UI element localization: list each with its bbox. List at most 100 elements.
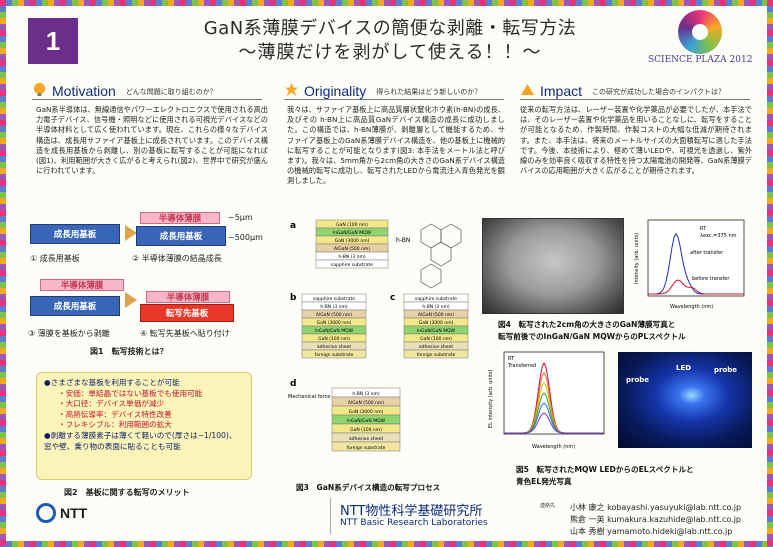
pl-exc-label: λexc.=375 nm xyxy=(700,233,737,239)
lab-name-jp: NTT物性科学基礎研究所 xyxy=(340,504,483,519)
pl-before-label: before transfer xyxy=(692,276,730,282)
motivation-subtitle: どんな問題に取り組むのか？ xyxy=(125,88,217,96)
motivation-heading: Motivation どんな問題に取り組むのか？ xyxy=(32,80,262,100)
stack-d-layer-label: GaN (100 nm) xyxy=(350,427,382,433)
poster-title: GaN系薄膜デバイスの簡便な剥離・転写方法 xyxy=(203,18,577,39)
el-ylabel: EL intensity (arb. units) xyxy=(488,369,494,428)
decorative-border-right xyxy=(767,0,773,547)
blue-led-photo: probe LED probe xyxy=(618,352,752,448)
growth-substrate-block-2: 成長用基板 xyxy=(136,226,226,246)
ntt-logo-icon xyxy=(36,503,56,523)
stack-b-layer-label: AlGaN (500 nm) xyxy=(316,312,352,318)
decorative-border-left xyxy=(0,0,6,547)
impact-arrow-icon xyxy=(520,83,535,96)
fig4-caption-line1: 図4 転写された2cm角の大きさのGaN薄膜写真と xyxy=(498,320,676,329)
stack-b-layer-label: h-BN (3 nm) xyxy=(320,304,347,310)
originality-heading: Originality 得られた結果はどう新しいのか？ xyxy=(284,80,504,100)
panel-c-label: c xyxy=(390,293,395,303)
impact-title: Impact xyxy=(540,83,583,99)
process-arrow-icon xyxy=(125,225,137,241)
stack-a-layer-label: h-BN (3 nm) xyxy=(338,254,365,260)
growth-substrate-block: 成長用基板 xyxy=(30,224,120,244)
stack-b-layer-label: InGaN/GaN MQW xyxy=(315,328,354,334)
contact-3: 山本 秀樹 yamamoto.hideki@lab.ntt.co.jp xyxy=(570,527,733,536)
stack-d-layer-label: InGaN/GaN MQW xyxy=(347,418,386,424)
stack-c-layer-label: AlGaN (500 nm) xyxy=(418,312,454,318)
panel-a-label: a xyxy=(290,221,296,231)
stack-c-layer-label: sapphire substrate xyxy=(415,296,457,302)
el-transferred-label: Transferred xyxy=(507,363,536,369)
merit-item-cheap: ・安価：単結晶ではない基板でも使用可能 xyxy=(58,388,203,398)
fig4-caption-line2: 転写前後でのInGaN/GaN MQWからのPLスペクトル xyxy=(498,332,686,341)
poster-number-badge: 1 xyxy=(28,18,78,64)
layer-stack-d: h-BN (3 nm)AlGaN (500 nm)GaN (3000 nm)In… xyxy=(331,387,401,452)
pl-before-curve xyxy=(648,279,744,295)
pl-spectrum-chart: RT λexc.=375 nm after transfer before tr… xyxy=(634,219,745,310)
transferred-film-photo xyxy=(482,218,624,314)
impact-heading: Impact この研究が成功した場合のインパクトは？ xyxy=(520,80,750,100)
merit-item-flexible: ・フレキシブル：利用範囲の拡大 xyxy=(58,420,172,430)
semiconductor-film-block: 半導体薄膜 xyxy=(140,212,220,224)
science-plaza-logo-text: SCIENCE PLAZA 2012 xyxy=(648,55,753,65)
merits-box: ●さまざまな基板を利用することが可能 ・安価：単結晶ではない基板でも使用可能 ・… xyxy=(36,372,252,480)
stack-c-layer-label: GaN (100 nm) xyxy=(420,336,452,342)
stack-a-layer-label: AlGaN (500 nm) xyxy=(334,246,370,252)
probe-label-right: probe xyxy=(714,366,738,374)
lab-name-en: NTT Basic Research Laboratories xyxy=(340,518,488,528)
step3-label: ③ 薄膜を基板から剥離 xyxy=(28,329,110,338)
hbn-lattice-icon xyxy=(420,223,462,289)
fig3-caption: 図3 GaN系デバイス構造の転写プロセス xyxy=(296,483,441,492)
originality-subtitle: 得られた結果はどう新しいのか？ xyxy=(376,88,482,96)
step4-label: ④ 転写先基板へ貼り付け xyxy=(140,329,230,338)
stack-a-layer-label: GaN (100 nm) xyxy=(336,222,368,228)
stack-d-layer-label: adhesive sheet xyxy=(349,436,383,442)
merit-line1: ●さまざまな基板を利用することが可能 xyxy=(44,378,180,387)
transfer-process-diagram: GaN (100 nm) InGaN/GaN MQW GaN (3000 nm) Al… xyxy=(288,219,469,452)
hbn-label: h-BN xyxy=(396,237,410,244)
stack-b-layer-label: GaN (100 nm) xyxy=(318,336,350,342)
star-icon xyxy=(284,82,299,97)
ntt-logo: NTT xyxy=(36,503,87,523)
impact-subtitle: この研究が成功した場合のインパクトは？ xyxy=(592,88,726,96)
contact-label: 連絡先 xyxy=(540,503,556,509)
fig2-caption: 図2 基板に関する転写のメリット xyxy=(64,488,190,497)
stack-b-layer-label: foreign substrate xyxy=(315,352,354,358)
step1-label: ① 成長用基板 xyxy=(30,254,80,263)
probe-label-left: probe xyxy=(626,376,650,384)
motivation-body: GaN系半導体は、無線通信やパワーエレクトロニクスで使用される高出力電子デバイス… xyxy=(36,105,268,176)
science-plaza-logo-icon xyxy=(678,10,722,54)
decorative-border-top xyxy=(0,0,773,6)
stack-c-layer xyxy=(403,349,469,359)
panel-b-label: b xyxy=(290,293,297,303)
motivation-title: Motivation xyxy=(52,83,116,99)
stack-a-layer-label: GaN (3000 nm) xyxy=(335,238,370,244)
growth-substrate-block-3: 成長用基板 xyxy=(30,296,120,316)
stack-d-layer xyxy=(331,441,401,452)
idea-bulb-icon xyxy=(33,82,46,97)
fig1-caption: 図1 転写技術とは？ xyxy=(90,347,168,356)
merit-item-thermal: ・高熱伝導率：デバイス特性改善 xyxy=(58,409,172,419)
pl-xlabel: Wavelength (nm) xyxy=(670,304,713,310)
fig5-caption-line2: 青色EL発光写真 xyxy=(516,477,572,486)
stack-a-layer-label: sapphire substrate xyxy=(331,262,373,268)
stack-b-layer-label: GaN (3000 nm) xyxy=(317,320,352,326)
peeled-film-block: 半導体薄膜 xyxy=(40,279,124,291)
attached-film-block: 半導体薄膜 xyxy=(146,291,230,303)
stack-c-layer-label: foreign substrate xyxy=(417,352,456,358)
substrate-thickness-label: ~500μm xyxy=(228,233,263,242)
transfer-substrate-block: 転写先基板 xyxy=(140,304,234,322)
originality-title: Originality xyxy=(304,83,367,99)
contact-1: 小林 康之 kobayashi.yasuyuki@lab.ntt.co.jp xyxy=(570,503,742,512)
stack-d-layer-label: AlGaN (500 nm) xyxy=(348,400,384,406)
pl-after-label: after transfer xyxy=(690,250,724,256)
film-thickness-label: ~5μm xyxy=(228,213,253,222)
stack-c-layer-label: GaN (3000 nm) xyxy=(419,320,454,326)
contact-2: 熊倉 一英 kumakura.kazuhide@lab.ntt.co.jp xyxy=(570,515,742,524)
stack-c-layer-label: InGaN/GaN MQW xyxy=(417,328,456,334)
pl-lines xyxy=(648,232,744,295)
pl-ylabel: Intensity (arb. units) xyxy=(634,233,640,284)
